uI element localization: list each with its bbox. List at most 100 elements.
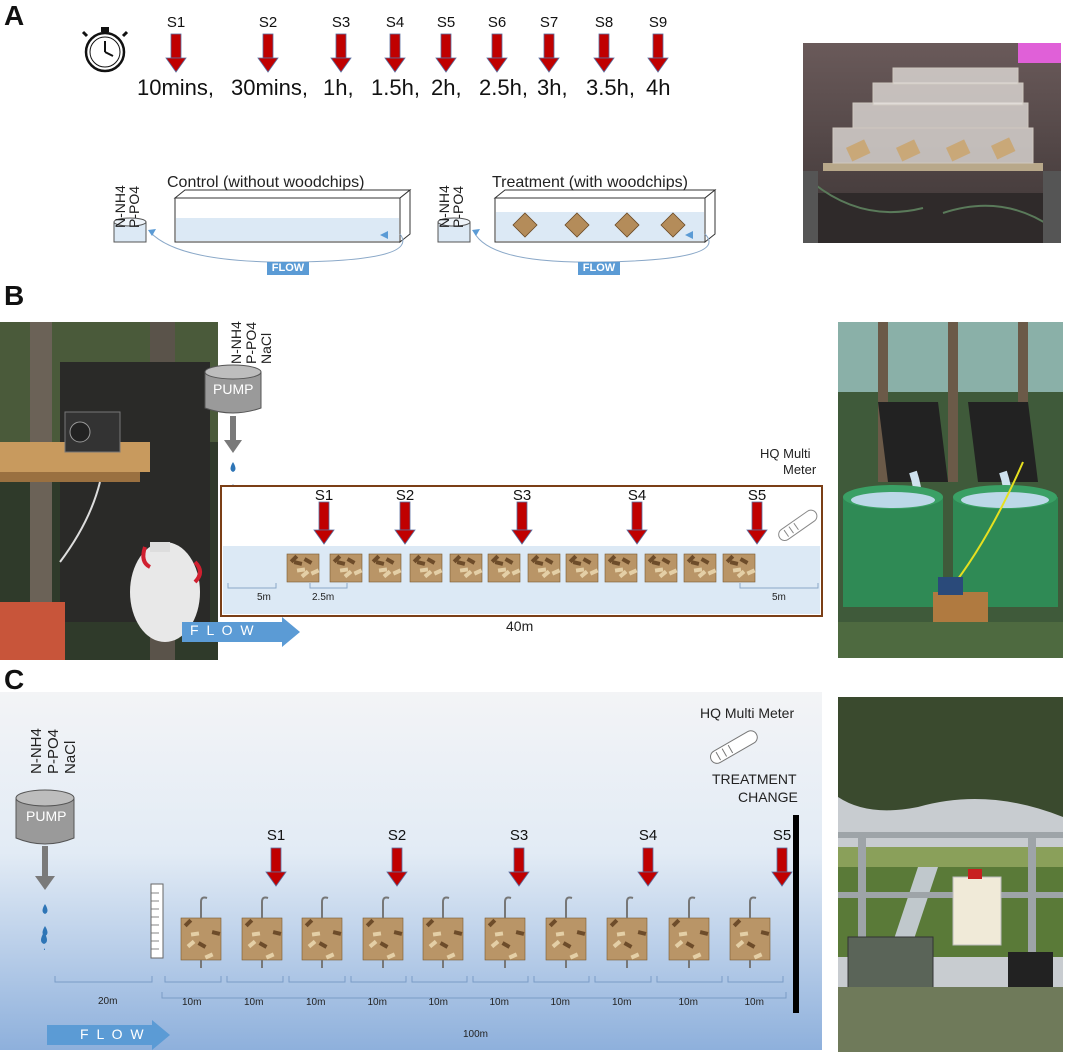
panel-a-sampling-arrow: [165, 33, 187, 73]
panel-c-distance-label: 10m: [550, 997, 570, 1008]
panel-c-total-length: 100m: [463, 1029, 489, 1040]
field-ditch-photo: [838, 697, 1063, 1052]
woodchip-bag: [241, 917, 283, 961]
panel-b-chem-3: NaCl: [258, 332, 274, 364]
panel-a-sampling-label: S8: [594, 14, 614, 31]
panel-a-sampling-arrow: [486, 33, 508, 73]
panel-b-chem-1: N-NH4: [228, 321, 244, 364]
panel-b-sampling-label: S2: [395, 487, 415, 504]
panel-c-staff-gauge-icon: [150, 883, 164, 959]
panel-a-time-label: 3.5h,: [586, 75, 635, 100]
panel-b-meter-label-1: HQ Multi: [760, 446, 811, 461]
panel-a-sampling-arrow: [538, 33, 560, 73]
woodchip-bag: [329, 553, 363, 583]
mesocosm-photo: [803, 43, 1061, 243]
control-nutrient-label-2: P-PO4: [126, 185, 142, 228]
control-tank: [173, 188, 412, 244]
panel-c-sampling-arrow: [637, 847, 659, 887]
panel-b-chem-2: P-PO4: [243, 321, 259, 364]
panel-b-sampling-arrow: [746, 501, 768, 545]
panel-b-sampling-arrow: [626, 501, 648, 545]
panel-a-time-label: 2.5h,: [479, 75, 528, 100]
woodchip-bag: [362, 917, 404, 961]
panel-c-distance-label: 10m: [612, 997, 632, 1008]
panel-c-background: [0, 692, 822, 1050]
woodchip-bag: [286, 553, 320, 583]
panel-b-channel-diagram: [220, 485, 823, 617]
panel-a-time-label: 10mins,: [137, 75, 215, 100]
woodchip-bag: [301, 917, 343, 961]
panel-a-time-label: 1.5h,: [371, 75, 420, 100]
treatment-flow-badge: FLOW: [578, 262, 620, 275]
woodchip-bag: [644, 553, 678, 583]
panel-a-time-label: 1h,: [323, 75, 354, 100]
treatment-tank: [493, 188, 717, 244]
panel-letter-a: A: [4, 0, 25, 31]
panel-b-total-length: 40m: [506, 618, 534, 634]
panel-c-sampling-arrow: [265, 847, 287, 887]
panel-a-sampling-label: S6: [487, 14, 507, 31]
woodchip-bag: [606, 917, 648, 961]
panel-c-distance-label: 10m: [489, 997, 509, 1008]
panel-a-time-label: 3h,: [537, 75, 568, 100]
panel-b-pump-icon: [204, 364, 262, 516]
panel-c-distance-label: 10m: [367, 997, 387, 1008]
woodchip-bag: [368, 553, 402, 583]
panel-c-pump-icon: [15, 789, 75, 950]
panel-c-sampling-arrow: [386, 847, 408, 887]
panel-a-time-label: 4h: [646, 75, 671, 100]
woodchip-bag: [722, 553, 756, 583]
panel-c-chem-2: P-PO4: [45, 728, 62, 774]
panel-c-flow-arrow: [47, 1020, 170, 1050]
panel-b-sampling-label: S4: [627, 487, 647, 504]
panel-c-distance-label: 10m: [744, 997, 764, 1008]
panel-b-sampling-label: S5: [747, 487, 767, 504]
panel-c-channel-diagram: [54, 847, 793, 999]
panel-b-sampling-label: S1: [314, 487, 334, 504]
panel-c-chem-3: NaCl: [62, 740, 79, 774]
channel-pump-photo: [0, 322, 218, 660]
panel-c-meter-label: HQ Multi Meter: [700, 705, 795, 721]
panel-letter-c: C: [4, 664, 25, 695]
panel-a-time-label: 30mins,: [231, 75, 309, 100]
panel-a-sampling-label: S9: [648, 14, 668, 31]
panel-b-dist-end: 5m: [772, 592, 786, 603]
panel-c-distance-label: 10m: [244, 997, 264, 1008]
woodchip-bag: [422, 917, 464, 961]
panel-c-distance-label: 10m: [182, 997, 202, 1008]
panel-a-sampling-arrow: [384, 33, 406, 73]
panel-c-treatment-change-2: CHANGE: [738, 789, 798, 805]
panel-c-sampling-label: S5: [772, 827, 792, 844]
panel-b-sampling-label: S3: [512, 487, 532, 504]
panel-c-chem-1: N-NH4: [28, 728, 45, 774]
panel-a-sampling-label: S3: [331, 14, 351, 31]
control-beaker-icon: [113, 217, 147, 243]
treatment-label: Treatment (with woodchips): [492, 174, 688, 191]
panel-a-sampling-arrow: [435, 33, 457, 73]
woodchip-bag: [180, 917, 222, 961]
woodchip-bag: [527, 553, 561, 583]
control-flow-badge: FLOW: [267, 262, 309, 275]
panel-b-sampling-arrow: [394, 501, 416, 545]
woodchip-bag: [604, 553, 638, 583]
treatment-beaker-icon: [437, 217, 471, 243]
stopwatch-icon: [81, 27, 129, 73]
woodchip-bag: [668, 917, 710, 961]
control-label: Control (without woodchips): [167, 174, 365, 191]
treatment-nutrient-label-2: P-PO4: [450, 185, 466, 228]
panel-c-distance-label: 10m: [678, 997, 698, 1008]
panel-a-sampling-label: S5: [436, 14, 456, 31]
panel-a-sampling-label: S4: [385, 14, 405, 31]
panel-b-sampling-arrow: [313, 501, 335, 545]
woodchip-bag: [565, 553, 599, 583]
panel-letter-b: B: [4, 280, 25, 311]
panel-c-multimeter-icon: [709, 730, 758, 764]
panel-b-pump-label: PUMP: [213, 381, 254, 397]
woodchip-bag: [487, 553, 521, 583]
panel-c-distance-label: 10m: [306, 997, 326, 1008]
panel-c-drop-icon: [41, 932, 47, 944]
woodchip-bag: [545, 917, 587, 961]
panel-b-sampling-arrow: [511, 501, 533, 545]
panel-a-sampling-arrow: [647, 33, 669, 73]
panel-a-sampling-arrow: [593, 33, 615, 73]
